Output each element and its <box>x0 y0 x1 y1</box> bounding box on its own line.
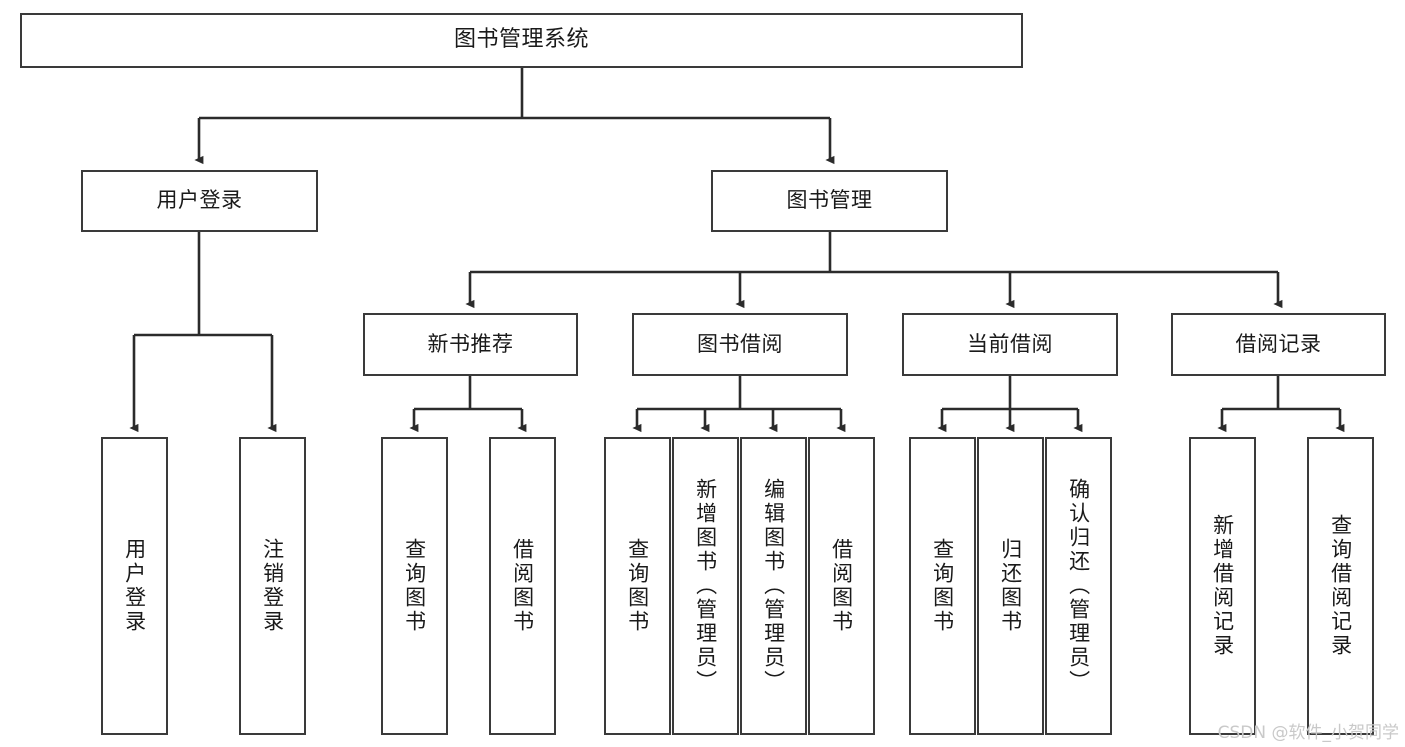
leaf-new-book-borrow[interactable]: 借阅图书 <box>489 437 556 735</box>
leaf-current-borrow-confirm-return-label: 确认归还（管理员） <box>1066 478 1091 694</box>
leaf-user-login-logout[interactable]: 注销登录 <box>239 437 306 735</box>
leaf-borrow-record-query[interactable]: 查询借阅记录 <box>1307 437 1374 735</box>
node-borrow-record-label: 借阅记录 <box>1235 331 1322 356</box>
node-root-system-label: 图书管理系统 <box>453 27 589 53</box>
leaf-book-borrow-edit[interactable]: 编辑图书（管理员） <box>740 437 807 735</box>
leaf-book-borrow-add-label: 新增图书（管理员） <box>693 478 718 694</box>
node-book-management[interactable]: 图书管理 <box>711 170 948 232</box>
node-current-borrow[interactable]: 当前借阅 <box>902 313 1118 376</box>
node-root-system[interactable]: 图书管理系统 <box>20 13 1023 68</box>
leaf-user-login-login-label: 用户登录 <box>122 538 147 634</box>
leaf-current-borrow-query[interactable]: 查询图书 <box>909 437 976 735</box>
leaf-book-borrow-borrow-label: 借阅图书 <box>829 538 854 634</box>
leaf-new-book-borrow-label: 借阅图书 <box>510 538 535 634</box>
leaf-book-borrow-query-label: 查询图书 <box>625 538 650 634</box>
node-book-management-label: 图书管理 <box>786 188 873 213</box>
leaf-borrow-record-add-label: 新增借阅记录 <box>1210 514 1235 658</box>
leaf-borrow-record-add[interactable]: 新增借阅记录 <box>1189 437 1256 735</box>
leaf-user-login-logout-label: 注销登录 <box>260 538 285 634</box>
node-user-login[interactable]: 用户登录 <box>81 170 318 232</box>
leaf-user-login-login[interactable]: 用户登录 <box>101 437 168 735</box>
node-new-book-recommend-label: 新书推荐 <box>427 331 514 356</box>
node-current-borrow-label: 当前借阅 <box>967 331 1053 356</box>
leaf-new-book-query-label: 查询图书 <box>402 538 427 634</box>
leaf-book-borrow-add[interactable]: 新增图书（管理员） <box>672 437 739 735</box>
csdn-watermark: CSDN @软件_小贺同学 <box>1217 723 1399 743</box>
leaf-current-borrow-query-label: 查询图书 <box>930 538 955 634</box>
leaf-book-borrow-borrow[interactable]: 借阅图书 <box>808 437 875 735</box>
node-user-login-label: 用户登录 <box>156 188 243 213</box>
leaf-current-borrow-confirm-return[interactable]: 确认归还（管理员） <box>1045 437 1112 735</box>
leaf-new-book-query[interactable]: 查询图书 <box>381 437 448 735</box>
node-book-borrow[interactable]: 图书借阅 <box>632 313 848 376</box>
leaf-borrow-record-query-label: 查询借阅记录 <box>1328 514 1353 658</box>
leaf-book-borrow-edit-label: 编辑图书（管理员） <box>761 478 786 694</box>
leaf-current-borrow-return-label: 归还图书 <box>998 538 1023 634</box>
node-new-book-recommend[interactable]: 新书推荐 <box>363 313 578 376</box>
leaf-book-borrow-query[interactable]: 查询图书 <box>604 437 671 735</box>
leaf-current-borrow-return[interactable]: 归还图书 <box>977 437 1044 735</box>
node-book-borrow-label: 图书借阅 <box>697 331 783 356</box>
node-borrow-record[interactable]: 借阅记录 <box>1171 313 1386 376</box>
